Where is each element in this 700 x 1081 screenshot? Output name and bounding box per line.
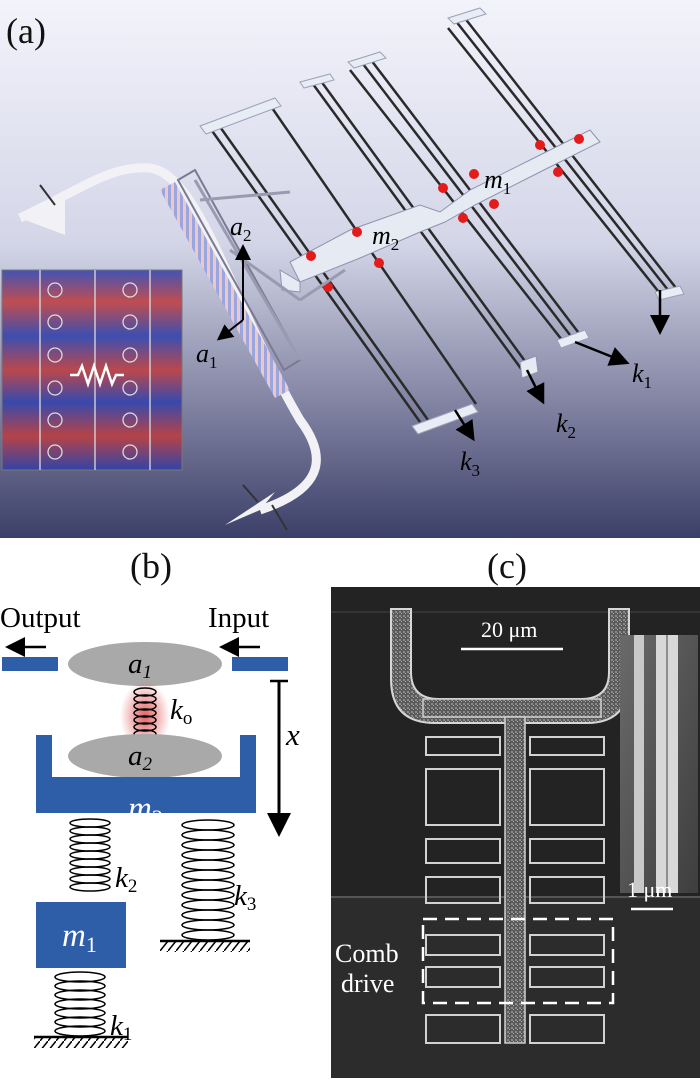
ground-k1-hatch: [34, 1038, 128, 1048]
sem-frames: [425, 736, 605, 1044]
comb-drive-box: [421, 917, 615, 1005]
scale-bar-1um-label: 1 μm: [627, 877, 672, 902]
label-b-m1: m1: [62, 918, 97, 957]
panel-c-sem-image: 20 μm 1 μm Comb drive: [331, 587, 700, 1078]
label-a-k3: k3: [460, 447, 480, 480]
nanobeam: [160, 168, 346, 398]
k1b-arrow: [574, 340, 630, 366]
sem-device-body: [422, 698, 602, 718]
input-waveguide: [232, 657, 288, 671]
panel-b-label: (b): [130, 546, 172, 586]
panel-b-figure: Output Input a1 ko a2 m2 x k2 k3: [0, 602, 300, 1048]
mass-m2: [36, 735, 256, 813]
k3-arrow: [453, 409, 475, 442]
label-b-ko: ko: [170, 694, 192, 729]
cavity-a1: [68, 642, 222, 686]
label-a-a2: a2: [230, 212, 252, 245]
comb-drive-label-line2: drive: [341, 969, 394, 998]
a1-arrow: [216, 319, 244, 341]
label-a-m1: m1: [484, 165, 511, 198]
optical-coupling-spring: [133, 687, 157, 739]
k2-arrow: [525, 369, 545, 405]
panel-a-figure: a2 a1 m2 m1 k1 k2 k3: [0, 0, 700, 538]
output-label: Output: [0, 602, 81, 634]
output-waveguide: [2, 657, 58, 671]
panel-c-label: (c): [487, 546, 527, 586]
sem-spine: [504, 716, 526, 1044]
label-a-k2: k2: [556, 409, 576, 442]
label-b-k3: k3: [234, 880, 256, 915]
mass-m1: [36, 902, 126, 968]
coupling-spring-icon: [70, 362, 124, 388]
sem-inset: 1 μm: [620, 635, 698, 911]
label-b-a2: a2: [128, 740, 153, 775]
ground-k3-hatch: [160, 942, 250, 952]
label-a-a1: a1: [196, 339, 218, 372]
field-simulation-inset: [1, 269, 183, 471]
scale-bar-20um-label: 20 μm: [481, 617, 537, 642]
cavity-a2: [68, 734, 222, 778]
mass-structure: [279, 129, 601, 379]
panel-a-label: (a): [6, 11, 46, 51]
label-a-m2: m2: [372, 221, 399, 254]
label-b-k1: k1: [110, 1010, 132, 1045]
label-b-m2: m2: [128, 791, 163, 830]
input-label: Input: [208, 602, 269, 634]
spring-k1: [54, 971, 106, 1037]
comb-drive-label-line1: Comb: [335, 939, 399, 968]
anchor-bars: [199, 7, 685, 435]
label-b-x: x: [285, 717, 300, 752]
anchor-dots: [306, 134, 584, 292]
label-b-a1: a1: [128, 648, 152, 683]
spring-k2: [69, 818, 111, 892]
spring-k3: [181, 819, 235, 941]
label-a-k1: k1: [632, 359, 652, 392]
label-b-k2: k2: [115, 862, 137, 897]
